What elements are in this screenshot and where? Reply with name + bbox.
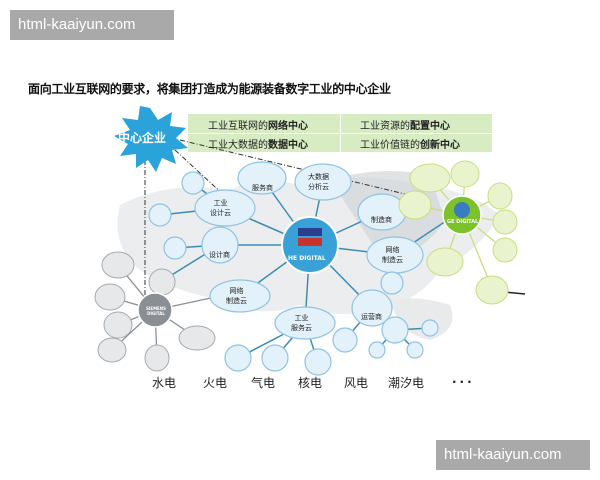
center-cell-network: 工业互联网的网络中心 — [208, 121, 308, 132]
energy-label-more: ... — [452, 372, 475, 386]
node-industry-service-cloud: 工业 服务云 — [291, 314, 312, 332]
watermark-bottom: html-kaaiyun.com — [436, 440, 590, 470]
energy-label-hydro: 水电 — [152, 376, 177, 390]
node-service-provider: 服务商 — [252, 184, 273, 192]
table-divider-v — [340, 114, 341, 152]
node-operator: 运营商 — [361, 313, 382, 321]
node-designer: 设计商 — [209, 251, 230, 259]
main-cloud-nodes — [148, 161, 439, 376]
node-network-mfg-cloud-2: 网络 制造云 — [226, 287, 247, 305]
centers-table: 工业互联网的网络中心 工业资源的配置中心 工业大数据的数据中心 工业价值链的创新… — [188, 114, 492, 152]
watermark-top: html-kaaiyun.com — [10, 10, 174, 40]
burst-label: 中心企业 — [118, 131, 167, 145]
energy-label-gas: 气电 — [251, 376, 276, 390]
energy-label-thermal: 火电 — [203, 376, 228, 390]
page-title: 面向工业互联网的要求，将集团打造成为能源装备数字工业的中心企业 — [28, 82, 391, 96]
central-enterprise-burst — [114, 106, 188, 172]
energy-label-tidal: 潮汐电 — [388, 376, 425, 390]
siemens-digital-label: SIEMENS DIGITAL — [145, 306, 167, 316]
siemens-cloud-nodes — [94, 251, 216, 372]
energy-label-nuclear: 核电 — [298, 376, 323, 390]
ge-cloud-nodes — [398, 160, 518, 305]
ge-digital-label: GE DIGITAL — [447, 219, 479, 225]
node-manufacturer: 制造商 — [371, 216, 392, 224]
center-cell-data: 工业大数据的数据中心 — [208, 140, 308, 151]
siemens-digital-hub — [137, 292, 173, 328]
energy-label-wind: 风电 — [344, 376, 369, 390]
node-bigdata-cloud: 大数据 分析云 — [308, 173, 329, 191]
center-cell-innovation: 工业价值链的创新中心 — [360, 140, 460, 151]
node-network-mfg-cloud: 网络 制造云 — [382, 246, 403, 264]
he-digital-label: HE DIGITAL — [288, 255, 326, 262]
center-cell-config: 工业资源的配置中心 — [360, 121, 450, 132]
node-design-cloud: 工业 设计云 — [210, 199, 231, 217]
